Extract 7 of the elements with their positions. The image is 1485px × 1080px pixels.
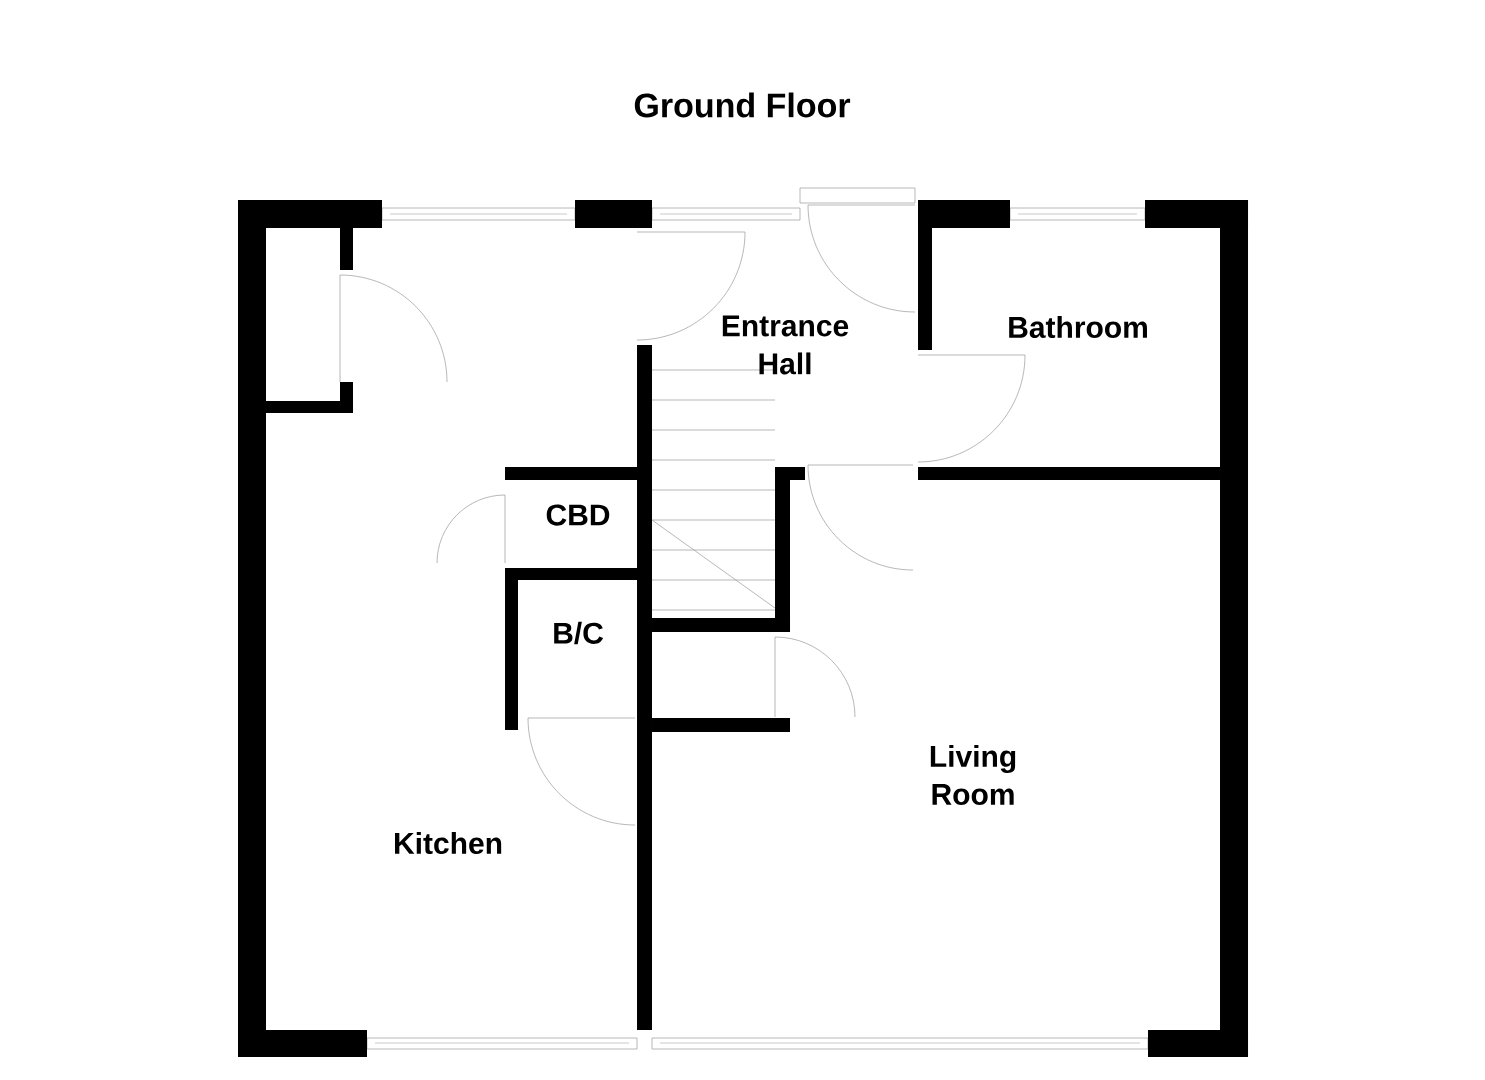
room-label: CBD <box>546 504 610 526</box>
room-label: Bathroom <box>1009 316 1147 339</box>
room-label: Living Room <box>930 745 1016 806</box>
room-label: Kitchen <box>395 832 502 855</box>
title: Ground Floor <box>634 92 851 118</box>
room-label: B/C <box>554 621 603 645</box>
room-label: Entrance Hall <box>722 315 849 375</box>
